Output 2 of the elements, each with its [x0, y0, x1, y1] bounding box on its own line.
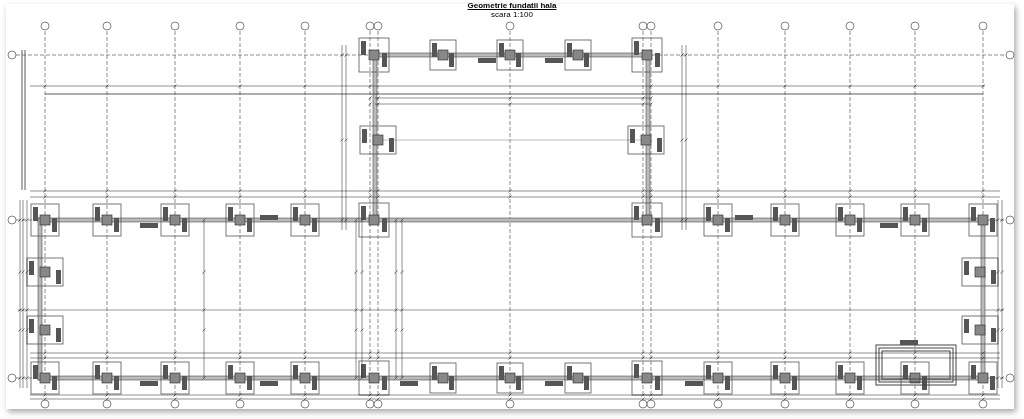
scale-note: scara 1:100: [491, 10, 533, 19]
drawing-title: Geometrie fundatii hala: [467, 1, 557, 10]
